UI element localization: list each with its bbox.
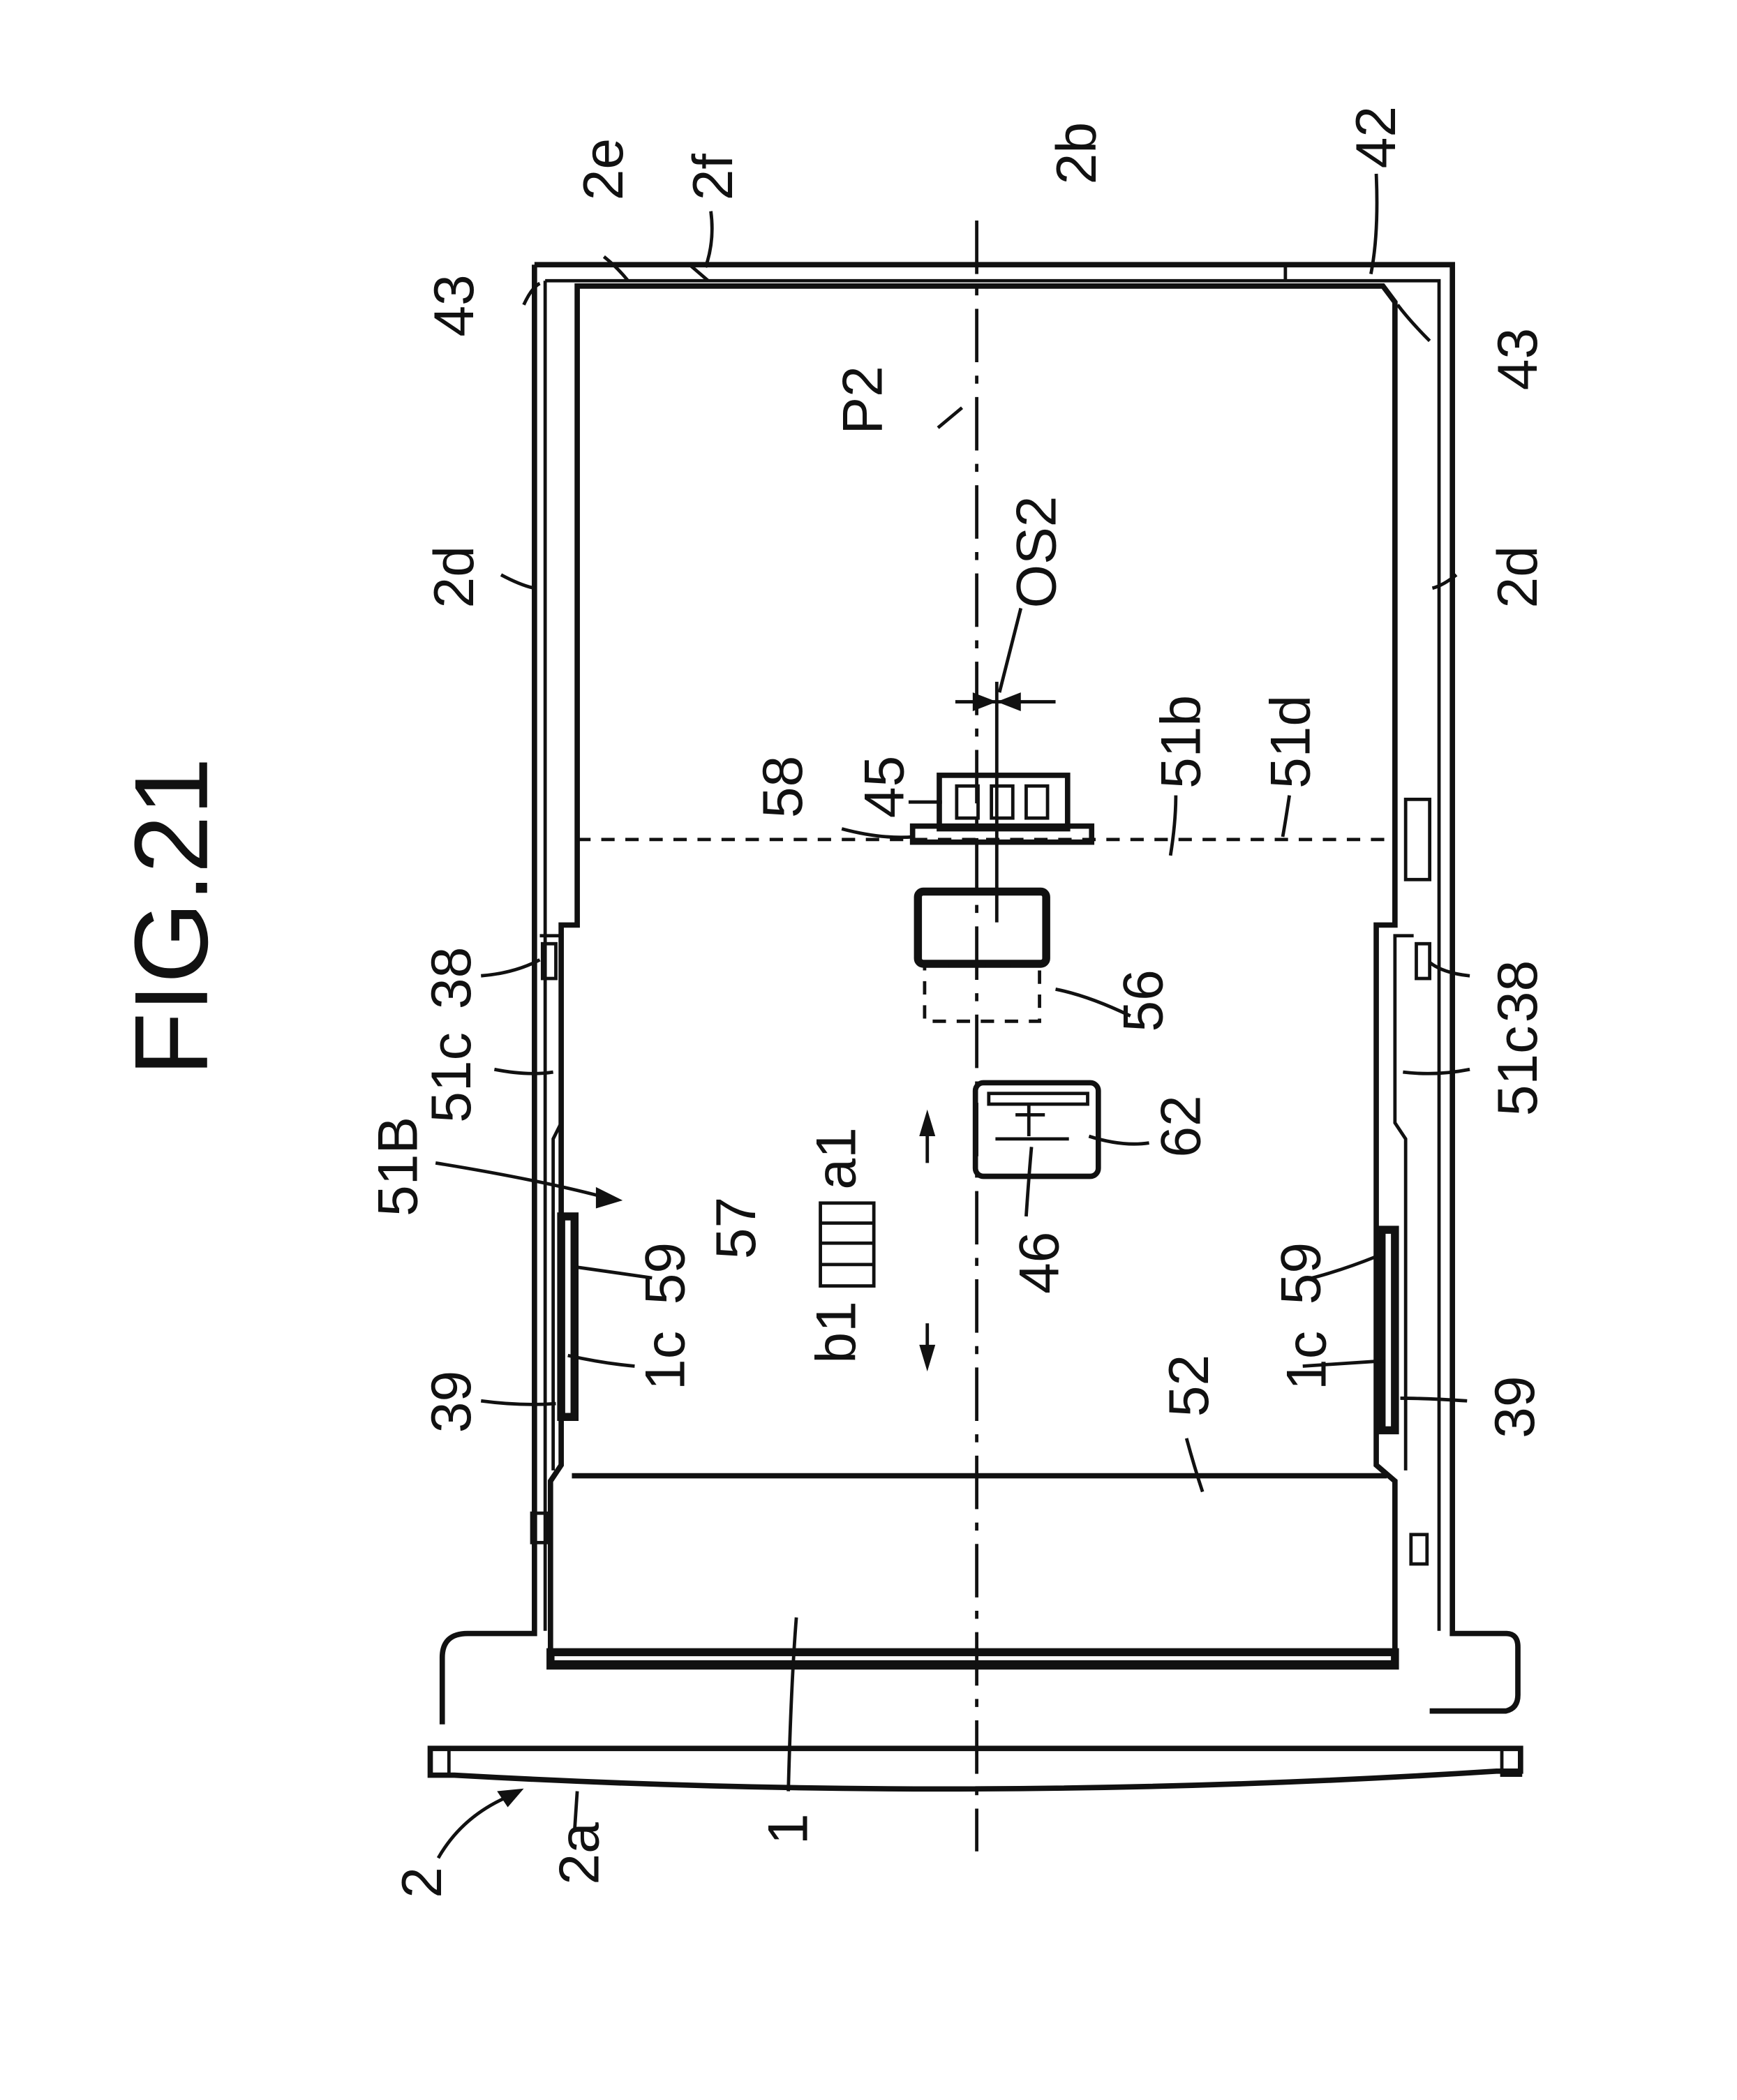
- label-42: 42: [1345, 106, 1408, 168]
- label-2f: 2f: [682, 154, 745, 201]
- stacking-plate: [546, 283, 1399, 1670]
- label-45: 45: [853, 756, 916, 818]
- label-57: 57: [705, 1197, 768, 1259]
- label-43-top: 43: [423, 274, 486, 336]
- label-1c-left: 1c: [634, 1331, 696, 1390]
- label-2d-left: 2d: [423, 546, 486, 608]
- label-59-right: 59: [1270, 1242, 1333, 1304]
- label-52: 52: [1158, 1355, 1221, 1417]
- right-slot: [1409, 1533, 1429, 1566]
- arrow-2: [436, 1788, 524, 1859]
- label-51c-right: 51c: [1486, 1026, 1549, 1117]
- left-slot: [530, 1511, 550, 1544]
- label-62: 62: [1149, 1095, 1212, 1157]
- label-2: 2: [391, 1867, 454, 1898]
- front-handle: [427, 1745, 1523, 1792]
- label-1: 1: [756, 1813, 819, 1845]
- arrow-a1: [919, 1109, 936, 1163]
- reference-labels: 2e 2f 2b 42 43 43 P2 2d 2d OS2 51b 51d 5…: [366, 106, 1549, 1898]
- label-2b: 2b: [1045, 122, 1108, 184]
- part-56: [914, 887, 1050, 1023]
- label-a1: a1: [805, 1127, 867, 1189]
- left-rail: [539, 934, 579, 1470]
- label-os2: OS2: [1006, 496, 1068, 609]
- label-51b: 51b: [1149, 695, 1212, 789]
- label-b1: b1: [805, 1301, 867, 1363]
- label-51b-arrow: 51B: [366, 1117, 429, 1216]
- label-51c-left: 51c: [420, 1032, 483, 1123]
- arrow-51b: [435, 1161, 623, 1209]
- os2-dimension: [955, 607, 1056, 923]
- label-1c-right: 1c: [1275, 1331, 1338, 1390]
- label-2e: 2e: [572, 138, 635, 200]
- label-46: 46: [1008, 1232, 1071, 1294]
- label-43-right: 43: [1486, 328, 1549, 390]
- label-38-left: 38: [420, 947, 483, 1009]
- part-45: [909, 773, 1095, 845]
- label-39-right: 39: [1484, 1376, 1546, 1438]
- label-p2: P2: [832, 366, 895, 434]
- part-62: [972, 1080, 1101, 1179]
- label-56: 56: [1112, 969, 1175, 1032]
- part-57: [819, 1201, 876, 1288]
- label-39-left: 39: [420, 1371, 483, 1433]
- label-2a: 2a: [549, 1822, 611, 1885]
- label-38-right: 38: [1486, 960, 1549, 1022]
- arrow-b1: [919, 1323, 936, 1372]
- label-58: 58: [752, 756, 814, 818]
- label-51d: 51d: [1259, 695, 1322, 789]
- label-2d-right: 2d: [1486, 546, 1549, 608]
- figure-title: FIG.21: [113, 757, 230, 1076]
- label-59-left: 59: [634, 1242, 696, 1304]
- tray-outer-frame: [439, 262, 1521, 1725]
- leader-lines: [480, 173, 1470, 1832]
- right-rail: [1377, 797, 1432, 1470]
